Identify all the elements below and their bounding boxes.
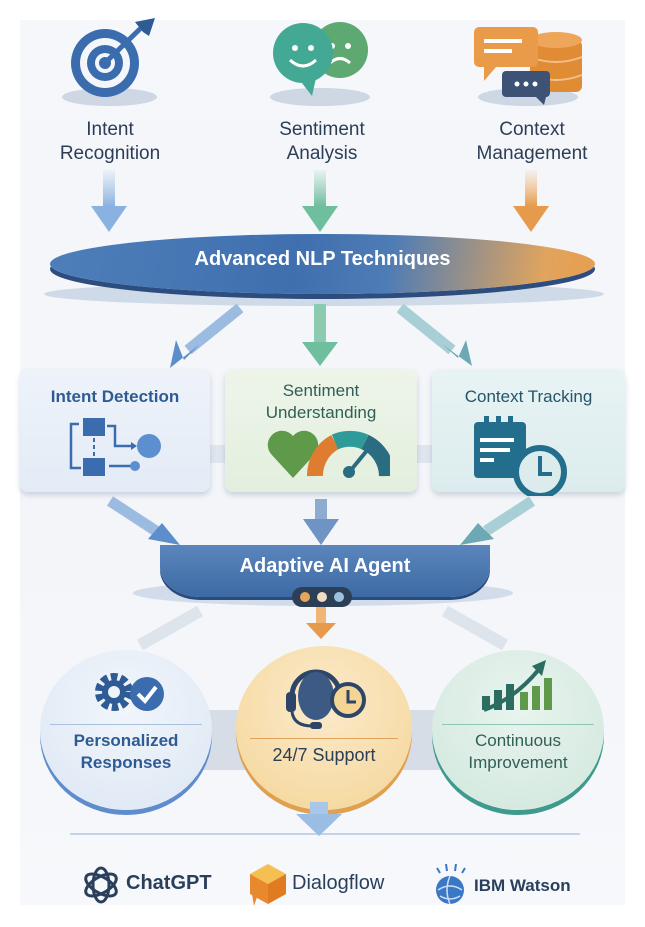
status-dot (300, 592, 310, 602)
headset-clock-icon (286, 669, 366, 729)
outcome-title-line: Improvement (468, 753, 568, 772)
label-line: Recognition (59, 143, 161, 164)
arrow-down-icon (91, 170, 127, 232)
card-title-line: Understanding (265, 403, 377, 422)
chat-database-icon (474, 27, 583, 105)
calendar-clock-icon (474, 416, 567, 496)
arrow-down-icon (513, 170, 549, 232)
platforms-arrow (70, 802, 580, 836)
card-title-line: Sentiment (282, 381, 360, 400)
status-dot (317, 592, 327, 602)
chatgpt-logo-icon (84, 866, 118, 904)
arrow-down-icon (306, 607, 336, 639)
divider (442, 724, 594, 725)
happy-sad-faces-icon (273, 22, 368, 96)
growth-chart-icon (482, 660, 552, 712)
label-line: Context (499, 119, 565, 140)
gear-check-icon (95, 673, 164, 711)
platform-name: Dialogflow (292, 872, 385, 894)
arrow-down-left-icon (460, 496, 536, 545)
arrow-down-right-icon (106, 496, 180, 545)
card-title: Context Tracking (464, 387, 593, 406)
arrow-down-icon (303, 499, 339, 545)
card-title: Intent Detection (50, 387, 180, 406)
outcome-personalized-responses: Personalized Responses (40, 650, 212, 810)
nlp-techniques-title: Advanced NLP Techniques (194, 248, 451, 270)
outcome-24-7-support: 24/7 Support (236, 646, 412, 810)
nlp-techniques-disc (50, 234, 595, 294)
outcome-title-line: Responses (80, 753, 172, 772)
input-label-context-management: Context Management (452, 118, 612, 166)
input-label-sentiment-analysis: Sentiment Analysis (242, 118, 402, 166)
agent-arrows (137, 605, 508, 651)
adaptive-ai-agent-title: Adaptive AI Agent (239, 555, 411, 577)
icon-shadow (62, 88, 157, 106)
label-line: Analysis (286, 143, 358, 164)
card-intent-detection: Intent Detection (20, 370, 210, 492)
target-arrow-icon (71, 18, 155, 97)
dialogflow-logo-icon (250, 864, 286, 906)
outcome-continuous-improvement: Continuous Improvement (432, 650, 604, 810)
status-dot (334, 592, 344, 602)
divider (250, 738, 398, 739)
divider (50, 724, 202, 725)
outcome-title: Personalized Responses (40, 730, 212, 774)
core-arrows (170, 303, 472, 368)
input-arrows (91, 170, 549, 232)
ibm-watson-logo-icon (436, 863, 466, 905)
agent-status-indicator (292, 587, 352, 607)
icon-shadow (270, 88, 370, 106)
label-line: Sentiment (279, 119, 365, 140)
arrow-down-left-icon (170, 303, 244, 368)
arrow-down-icon (302, 170, 338, 232)
input-label-intent-recognition: Intent Recognition (30, 118, 190, 166)
label-line: Management (476, 143, 588, 164)
card-sentiment-understanding: Sentiment Understanding (225, 370, 417, 492)
card-context-tracking: Context Tracking (432, 370, 625, 496)
arrow-down-right-icon (396, 303, 472, 366)
outcome-title: 24/7 Support (272, 745, 376, 765)
outcome-title-line: Personalized (73, 731, 179, 750)
label-line: Intent (86, 119, 134, 140)
capability-arrows (106, 496, 536, 545)
platform-name: IBM Watson (474, 876, 571, 895)
flowchart-icon (69, 418, 161, 476)
outcome-title: Continuous Improvement (432, 730, 604, 774)
arrow-down-icon (296, 802, 342, 836)
heart-gauge-icon (267, 430, 390, 478)
card-title: Sentiment Understanding (225, 380, 417, 424)
platform-name: ChatGPT (126, 872, 212, 894)
outcome-title-line: Continuous (474, 731, 561, 750)
arrow-down-icon (302, 304, 338, 366)
